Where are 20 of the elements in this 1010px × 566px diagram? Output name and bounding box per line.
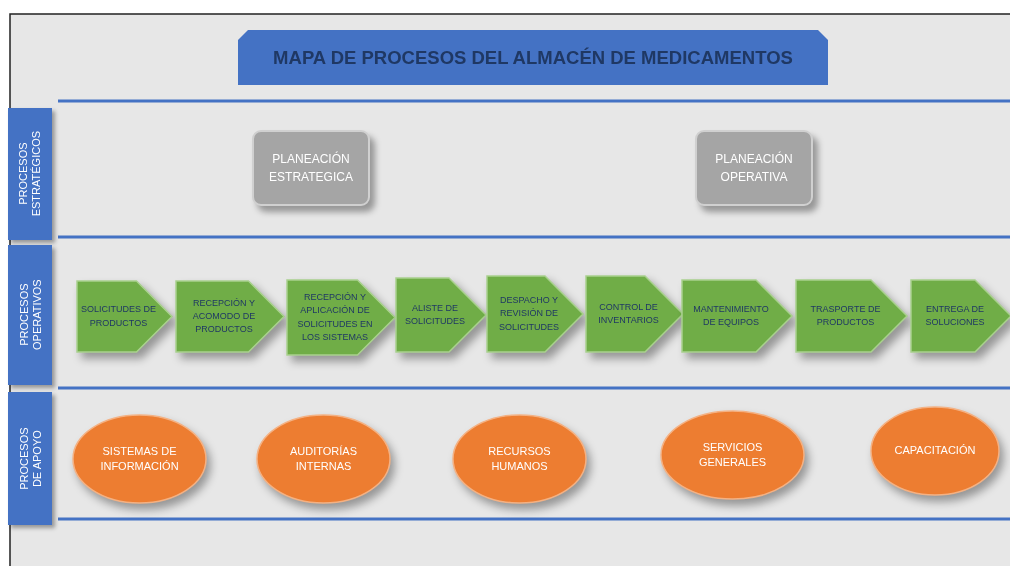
process-ellipse: SERVICIOS GENERALES: [660, 410, 805, 500]
process-box: PLANEACIÓN OPERATIVA: [695, 130, 813, 206]
chevron-step: RECEPCIÓN Y APLICACIÓN DE SOLICITUDES EN LOS SISTEMAS: [287, 280, 395, 355]
lane-label-bar: PROCESOS OPERATIVOS: [8, 245, 52, 385]
chevron-step: TRASPORTE DE PRODUCTOS: [796, 280, 907, 352]
chevron-step: RECEPCIÓN Y ACOMODO DE PRODUCTOS: [176, 281, 284, 352]
lane-label-bar: PROCESOS ESTRATÉGICOS: [8, 108, 52, 240]
chevron-step: ALISTE DE SOLICITUDES: [396, 278, 486, 352]
process-box: PLANEACIÓN ESTRATEGICA: [252, 130, 370, 206]
process-ellipse: CAPACITACIÓN: [870, 406, 1000, 496]
lane-label-bar: PROCESOS DE APOYO: [8, 392, 52, 525]
process-ellipse: AUDITORÍAS INTERNAS: [256, 414, 391, 504]
chevron-step: MANTENIMIENTO DE EQUIPOS: [682, 280, 792, 352]
process-ellipse: SISTEMAS DE INFORMACIÓN: [72, 414, 207, 504]
chevron-step: DESPACHO Y REVISIÓN DE SOLICITUDES: [487, 276, 583, 352]
process-ellipse: RECURSOS HUMANOS: [452, 414, 587, 504]
chevron-step: CONTROL DE INVENTARIOS: [586, 276, 683, 352]
chevron-step: SOLICITUDES DE PRODUCTOS: [77, 281, 172, 352]
title-banner: MAPA DE PROCESOS DEL ALMACÉN DE MEDICAMENTOS: [238, 30, 828, 85]
chevron-step: ENTREGA DE SOLUCIONES: [911, 280, 1010, 352]
